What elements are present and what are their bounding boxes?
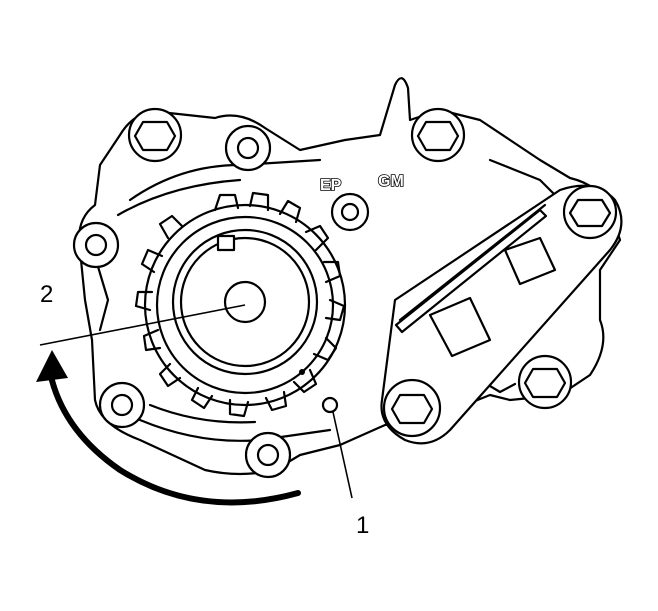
callout-1-leader bbox=[332, 411, 353, 499]
ep-marking: EP bbox=[320, 177, 342, 194]
alignment-hole bbox=[321, 396, 339, 414]
bolt-top-left bbox=[127, 107, 183, 163]
tensioner-arm bbox=[380, 184, 623, 445]
bolt-left bbox=[72, 221, 120, 269]
housing-bolts bbox=[72, 107, 573, 479]
callout-1-label: 1 bbox=[356, 512, 369, 539]
bolt-right-lower bbox=[517, 354, 573, 410]
callout-2-label: 2 bbox=[40, 281, 53, 308]
bolt-center bbox=[330, 192, 370, 232]
gm-marking: GM bbox=[378, 173, 404, 190]
bolt-bottom bbox=[244, 431, 292, 479]
timing-mark-dot bbox=[299, 369, 305, 375]
rotation-arrow bbox=[36, 350, 301, 506]
gear-hub bbox=[171, 228, 319, 376]
bolt-top-center bbox=[224, 124, 272, 172]
bolt-top-right bbox=[410, 107, 466, 163]
callout-2-leader bbox=[39, 304, 246, 346]
bolt-bottom-left bbox=[98, 381, 146, 429]
